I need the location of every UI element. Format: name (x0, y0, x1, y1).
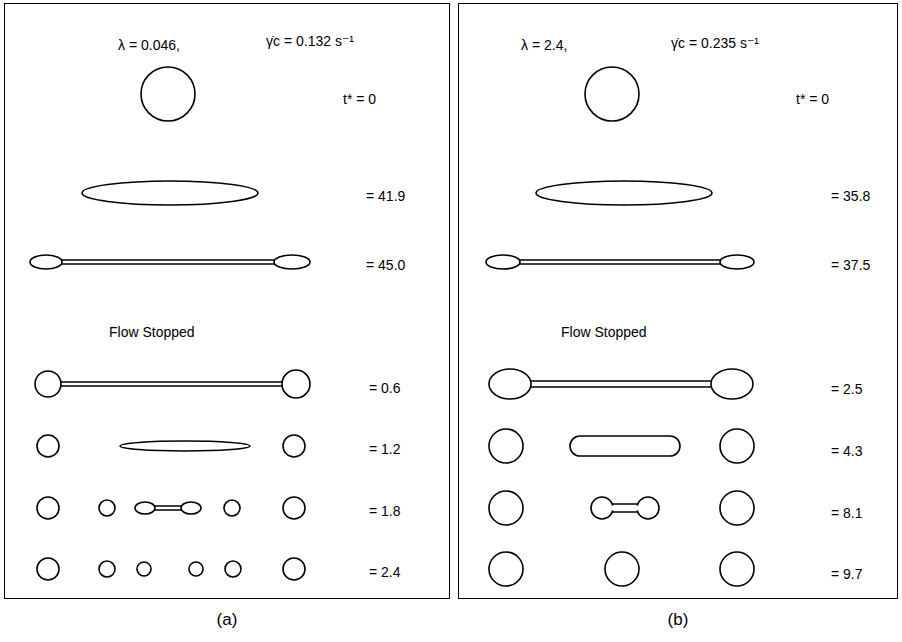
thread (506, 263, 734, 265)
drop (720, 491, 754, 525)
drop (283, 558, 305, 580)
thread (512, 386, 730, 388)
thread (50, 263, 288, 265)
drop (37, 497, 59, 519)
drop (189, 562, 203, 576)
drop-end (711, 369, 753, 399)
thread (512, 380, 730, 382)
drop-end (720, 255, 754, 269)
drop-end (591, 497, 613, 519)
drop-end (489, 369, 531, 399)
drop (570, 436, 680, 456)
thread (50, 259, 288, 261)
drop (720, 552, 754, 586)
time-value: = 0.6 (369, 380, 401, 397)
drop (605, 552, 639, 586)
drop (585, 67, 639, 121)
time-label: t* = 0 (343, 91, 376, 108)
drop (489, 491, 523, 525)
drop-shapes-a (30, 67, 310, 580)
time-value: = 45.0 (366, 257, 405, 274)
time-value: = 35.8 (831, 188, 870, 205)
time-value: = 1.2 (369, 441, 401, 458)
time-value: = 41.9 (366, 188, 405, 205)
time-value: = 8.1 (831, 505, 863, 522)
panel-caption: (b) (668, 610, 689, 630)
time-value: = 37.5 (831, 257, 870, 274)
drop-end (486, 255, 520, 269)
panel-caption: (a) (217, 610, 238, 630)
drop-end (274, 255, 310, 269)
drop (225, 561, 241, 577)
drop (489, 429, 523, 463)
neck-fill (612, 506, 638, 511)
thread (50, 381, 294, 383)
shear-rate: γ̇c = 0.235 s⁻¹ (671, 35, 759, 52)
drop (141, 67, 195, 121)
drop-end (181, 502, 201, 514)
drop (283, 497, 305, 519)
drop (283, 435, 305, 457)
drop-shapes-b (486, 67, 754, 586)
drop (137, 562, 151, 576)
panel-box: λ = 2.4, γ̇c = 0.235 s⁻¹ t* = 0 = 35.8 = 37.… (458, 3, 898, 599)
drop (99, 500, 115, 516)
lambda-value: λ = 2.4, (521, 37, 567, 54)
time-value: = 2.4 (369, 564, 401, 581)
lambda-value: λ = 0.046, (118, 37, 180, 54)
drop (536, 181, 712, 205)
drop (224, 500, 240, 516)
thread (120, 441, 250, 451)
drop-end (135, 502, 155, 514)
drop (37, 435, 59, 457)
drop (37, 558, 59, 580)
shear-rate: γ̇c = 0.132 s⁻¹ (266, 33, 354, 50)
drop-end (637, 497, 659, 519)
time-value: = 1.8 (369, 503, 401, 520)
drop-end (282, 370, 310, 398)
drop-end (30, 255, 62, 269)
panel-box: λ = 0.046, γ̇c = 0.132 s⁻¹ t* = 0 = 41.9 = 4… (4, 3, 450, 599)
phase-note: Flow Stopped (561, 324, 647, 341)
time-value: = 4.3 (831, 443, 863, 460)
phase-note: Flow Stopped (109, 324, 195, 341)
drop (99, 561, 115, 577)
drop (82, 181, 258, 205)
time-value: = 2.5 (831, 381, 863, 398)
thread (506, 259, 734, 261)
thread (50, 385, 294, 387)
drop (489, 552, 523, 586)
drop-end (35, 371, 61, 397)
time-value: = 9.7 (831, 566, 863, 583)
time-label: t* = 0 (796, 91, 829, 108)
drop (720, 429, 754, 463)
